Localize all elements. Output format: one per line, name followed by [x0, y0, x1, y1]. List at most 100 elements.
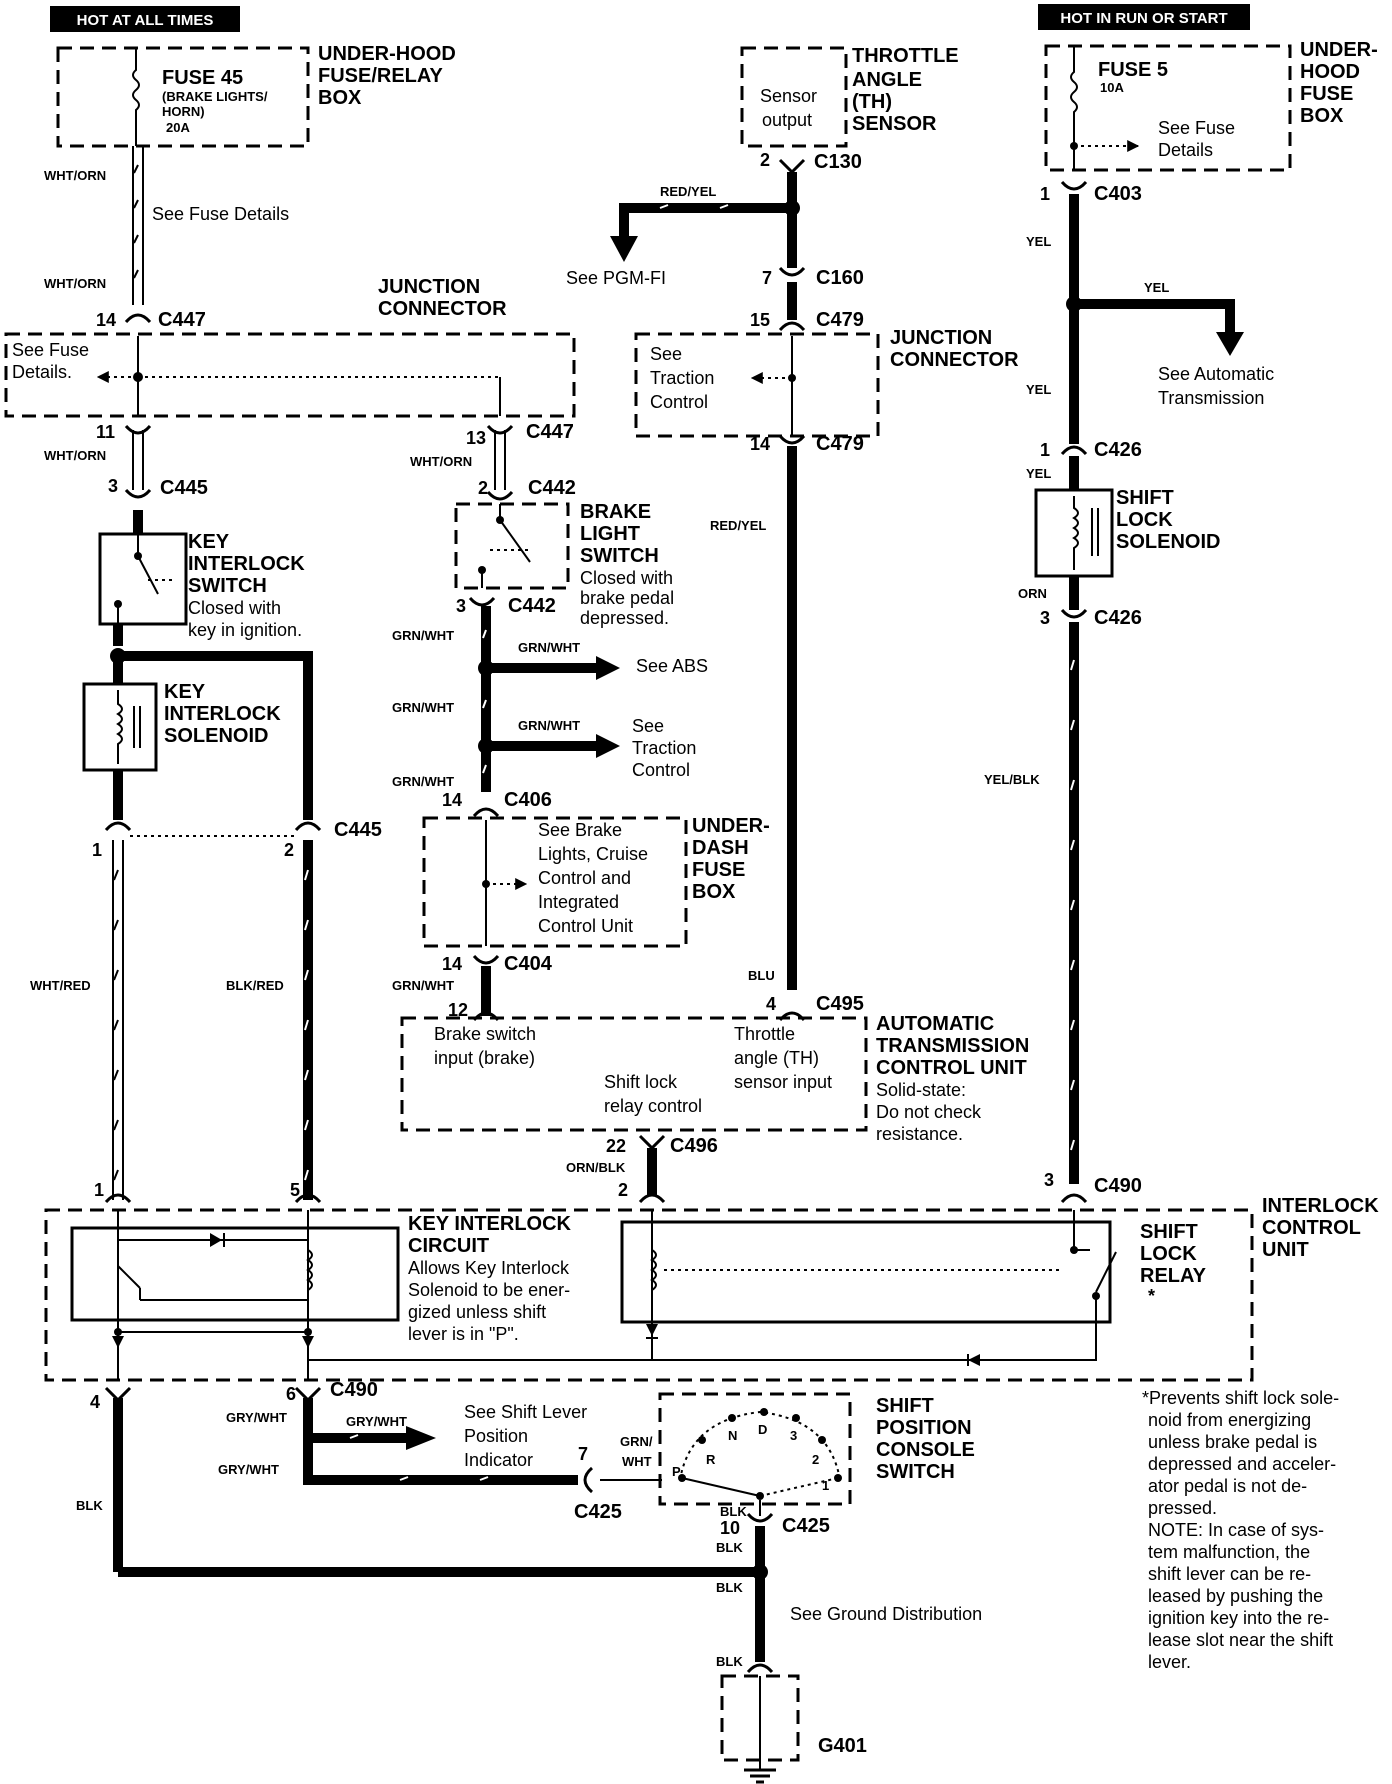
key-interlock-switch-desc: key in ignition.: [188, 620, 302, 640]
brake-light-switch-desc: brake pedal: [580, 588, 674, 608]
wire-color-label: GRN/WHT: [392, 774, 454, 789]
see-shift-lever-text: Position: [464, 1426, 528, 1446]
connector-label: C403: [1094, 183, 1142, 205]
pin-number: 14: [96, 310, 116, 330]
see-abs-text: See ABS: [636, 656, 708, 676]
throttle-sensor-label: THROTTLE: [852, 45, 959, 67]
pin-number: 3: [108, 476, 118, 496]
box-label: BOX: [318, 87, 362, 109]
shift-pos-2: 2: [812, 1452, 819, 1467]
see-fuse-details-text: Details.: [12, 362, 72, 382]
shift-position-label: POSITION: [876, 1417, 972, 1439]
pin-number: 2: [618, 1180, 628, 1200]
interlock-control-unit-label: INTERLOCK: [1262, 1195, 1379, 1217]
wire-color-label: GRY/WHT: [218, 1462, 279, 1477]
tcu-th-input: Throttle: [734, 1024, 795, 1044]
wire-color-label: GRN/WHT: [392, 700, 454, 715]
shift-position-label: CONSOLE: [876, 1439, 975, 1461]
connector-label: C426: [1094, 607, 1142, 629]
see-fuse-details-text: See Fuse: [12, 340, 89, 360]
pin-number: 2: [284, 840, 294, 860]
pin-number: 13: [466, 428, 486, 448]
key-interlock-switch: KEY INTERLOCK SWITCH Closed with key in …: [98, 510, 305, 646]
footnote-line: lease slot near the shift: [1148, 1630, 1333, 1650]
under-dash-desc: Control Unit: [538, 916, 633, 936]
connector-label: C479: [816, 309, 864, 331]
box-label: HOOD: [1300, 61, 1360, 83]
box-label: FUSE: [1300, 83, 1353, 105]
tcu-desc: resistance.: [876, 1124, 963, 1144]
wire-color-label: BLK: [716, 1654, 743, 1669]
connector-label: C490: [1094, 1175, 1142, 1197]
key-interlock-circuit-desc: lever is in "P".: [408, 1324, 519, 1344]
connector-label: C425: [782, 1515, 830, 1537]
left-feed-wire: WHT/ORN See Fuse Details WHT/ORN JUNCTIO…: [44, 146, 507, 331]
box-label: FUSE/RELAY: [318, 65, 444, 87]
shift-pos-n: N: [728, 1428, 737, 1443]
tcu-label: AUTOMATIC: [876, 1013, 994, 1035]
key-interlock-solenoid-label: INTERLOCK: [164, 703, 281, 725]
key-interlock-circuit-desc: Solenoid to be ener-: [408, 1280, 570, 1300]
shift-lock-solenoid-label: SHIFT: [1116, 487, 1174, 509]
under-dash-label: DASH: [692, 837, 749, 859]
wire-color-label: GRN/WHT: [392, 628, 454, 643]
wire-color-label: BLK/RED: [226, 978, 284, 993]
key-interlock-solenoid-label: SOLENOID: [164, 725, 268, 747]
wire-color-label: YEL/BLK: [984, 772, 1040, 787]
connector-label: C160: [816, 267, 864, 289]
shift-pos-3: 3: [790, 1428, 797, 1443]
connector-label: C447: [158, 309, 206, 331]
footnote-line: *Prevents shift lock sole-: [1142, 1388, 1339, 1408]
pin-number: 3: [1040, 608, 1050, 628]
tcu-desc: Solid-state:: [876, 1080, 966, 1100]
pin-number: 3: [456, 596, 466, 616]
shift-lock-solenoid-label: SOLENOID: [1116, 531, 1220, 553]
under-dash-desc: See Brake: [538, 820, 622, 840]
see-ground-text: See Ground Distribution: [790, 1604, 982, 1624]
pin-number: 7: [578, 1444, 588, 1464]
box-label: UNDER-: [1300, 39, 1378, 61]
wire-color-label: GRY/WHT: [226, 1410, 287, 1425]
fuse-45-label: FUSE 45: [162, 67, 243, 89]
shift-lock-relay-note-mark: *: [1148, 1286, 1155, 1306]
connector-label: C490: [330, 1379, 378, 1401]
footnote-line: unless brake pedal is: [1148, 1432, 1317, 1452]
see-traction-text: Traction: [650, 368, 714, 388]
shift-pos-p: P: [672, 1464, 681, 1479]
banner-text: HOT IN RUN OR START: [1060, 10, 1227, 27]
tcu-th-input: sensor input: [734, 1072, 832, 1092]
brake-light-switch-desc: depressed.: [580, 608, 669, 628]
interlock-control-unit-label: CONTROL: [1262, 1217, 1361, 1239]
banner-text: HOT AT ALL TIMES: [77, 12, 214, 29]
footnote-line: ignition key into the re-: [1148, 1608, 1329, 1628]
brake-light-switch-label: BRAKE: [580, 501, 651, 523]
tcu-label: TRANSMISSION: [876, 1035, 1029, 1057]
under-dash-label: FUSE: [692, 859, 745, 881]
under-dash-label: BOX: [692, 881, 736, 903]
pin-number: 4: [90, 1392, 100, 1412]
wire-color-label: WHT: [622, 1454, 652, 1469]
wire-color-label: GRN/WHT: [392, 978, 454, 993]
wire-color-label: BLK: [720, 1504, 747, 1519]
connector-label: C445: [160, 477, 208, 499]
junction-connector-left: See Fuse Details.: [4, 332, 576, 418]
pin-number: 14: [442, 954, 462, 974]
hot-at-all-times-banner: HOT AT ALL TIMES: [50, 6, 240, 32]
pin-number: 14: [750, 434, 770, 454]
sensor-output-text: output: [762, 110, 812, 130]
pin-number: 1: [1040, 440, 1050, 460]
c445-connector-lower: 1 2 C445 WHT/RED BLK/RED: [30, 819, 382, 1200]
wire-color-label: GRN/: [620, 1434, 653, 1449]
shift-lock-relay-label: RELAY: [1140, 1265, 1207, 1287]
pin-number: 4: [766, 994, 776, 1014]
tcu-th-input: angle (TH): [734, 1048, 819, 1068]
footnote-line: ator pedal is not de-: [1148, 1476, 1307, 1496]
connector-label: C496: [670, 1135, 718, 1157]
wire-color-label: ORN: [1018, 586, 1047, 601]
wire-color-label: WHT/ORN: [410, 454, 472, 469]
shift-position-label: SHIFT: [876, 1395, 934, 1417]
tcu-shift-lock-output: Shift lock: [604, 1072, 678, 1092]
brake-light-switch-label: LIGHT: [580, 523, 640, 545]
footnote-line: shift lever can be re-: [1148, 1564, 1311, 1584]
junction-connector-right: See Traction Control JUNCTION CONNECTOR …: [634, 327, 1019, 1022]
